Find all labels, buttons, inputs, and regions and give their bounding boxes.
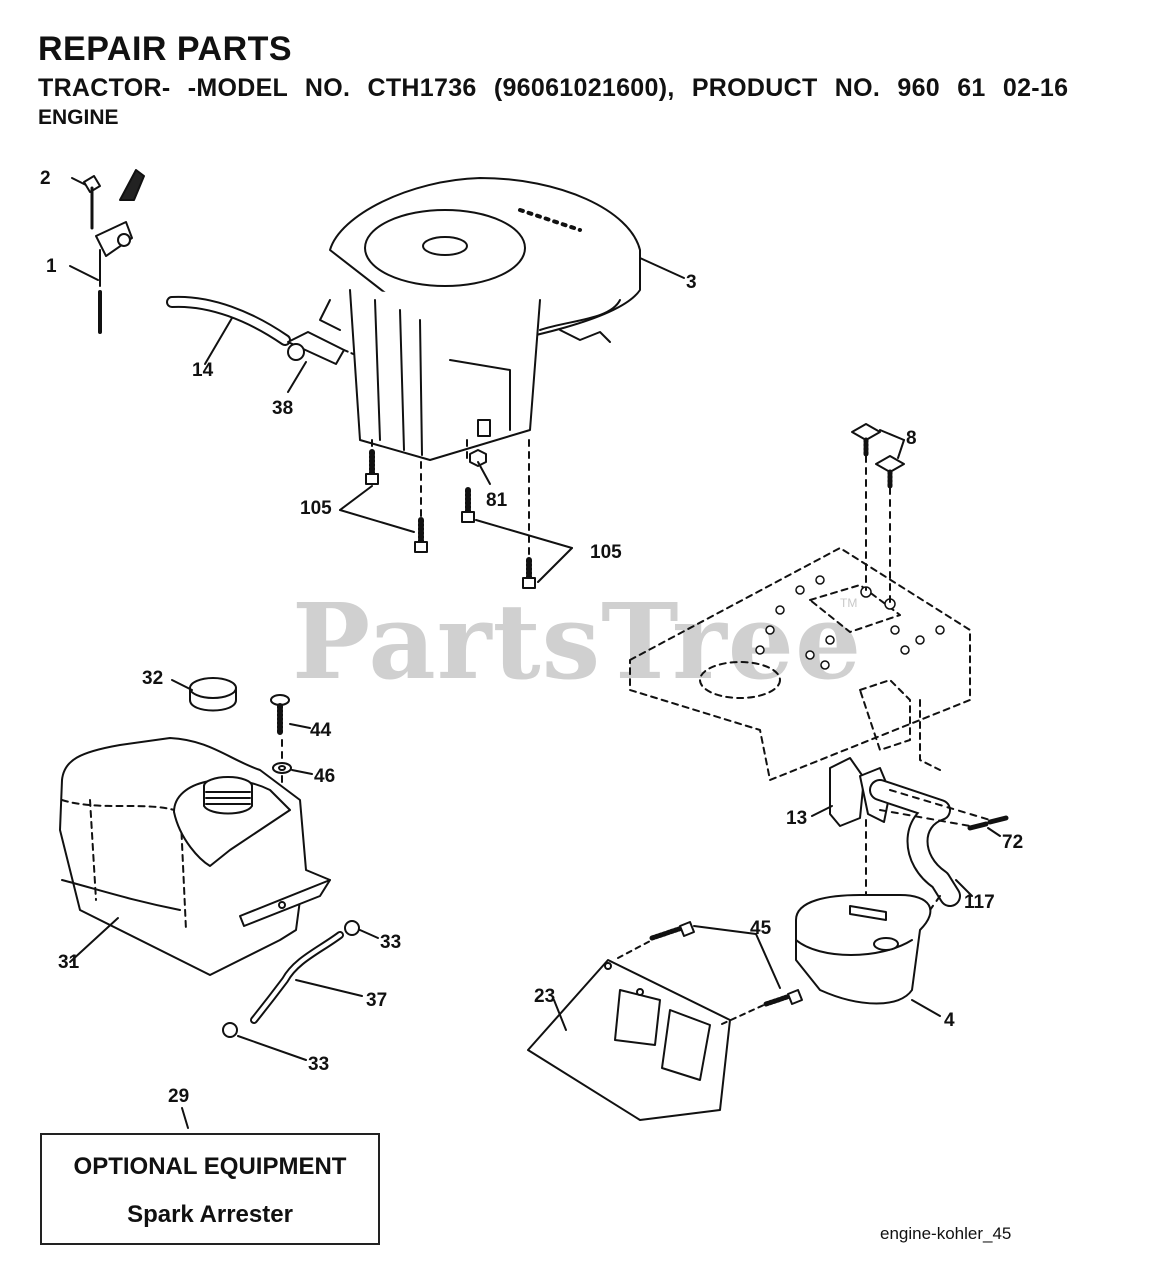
section-label: ENGINE bbox=[38, 106, 119, 129]
part-label-33-bottom: 33 bbox=[308, 1054, 329, 1075]
bolt-72-group bbox=[879, 789, 1009, 837]
part-label-4: 4 bbox=[944, 1010, 955, 1031]
part-label-1: 1 bbox=[46, 256, 57, 277]
part-label-46: 46 bbox=[314, 766, 335, 787]
hose-clamp-part bbox=[222, 920, 379, 1061]
part-label-72: 72 bbox=[1002, 832, 1023, 853]
washer-part bbox=[272, 762, 313, 775]
optional-equipment-title: OPTIONAL EQUIPMENT bbox=[73, 1153, 347, 1180]
fuel-fitting-part bbox=[287, 331, 359, 393]
part-label-37: 37 bbox=[366, 990, 387, 1011]
part-label-105-left: 105 bbox=[300, 498, 332, 519]
part-label-38: 38 bbox=[272, 398, 293, 419]
diagram-reference: engine-kohler_45 bbox=[880, 1224, 1012, 1243]
fuel-tank-part bbox=[59, 737, 331, 976]
watermark-logo: PartsTree bbox=[292, 580, 863, 703]
muffler-part bbox=[795, 819, 941, 1017]
optional-equipment-box: OPTIONAL EQUIPMENT Spark Arrester bbox=[40, 1133, 380, 1245]
part-label-33-top: 33 bbox=[380, 932, 401, 953]
part-label-45: 45 bbox=[750, 918, 772, 939]
part-label-31: 31 bbox=[58, 952, 80, 973]
part-label-44: 44 bbox=[310, 720, 332, 741]
watermark-tm: TM bbox=[840, 596, 858, 610]
screw-8-group bbox=[851, 423, 905, 603]
part-label-32: 32 bbox=[142, 668, 163, 689]
throttle-control-part bbox=[69, 169, 145, 334]
page-title: REPAIR PARTS bbox=[38, 30, 293, 68]
part-label-29: 29 bbox=[168, 1086, 189, 1107]
part-labels: 2 1 3 14 38 8 81 105 105 32 44 46 13 72 … bbox=[40, 168, 1023, 1107]
fuel-cap-part bbox=[171, 677, 237, 712]
fuel-hose-part bbox=[250, 931, 363, 1024]
part-label-8: 8 bbox=[906, 428, 917, 449]
heat-shield-part bbox=[527, 959, 731, 1121]
part-label-117: 117 bbox=[964, 892, 995, 913]
bolt-105-group bbox=[339, 449, 573, 589]
optional-equipment-item: Spark Arrester bbox=[127, 1201, 293, 1228]
screw-45-group bbox=[617, 921, 803, 1025]
part-label-105-right: 105 bbox=[590, 542, 622, 563]
part-label-23: 23 bbox=[534, 986, 555, 1007]
part-label-81: 81 bbox=[486, 490, 508, 511]
part-label-2: 2 bbox=[40, 168, 51, 189]
nut-part bbox=[469, 449, 491, 485]
part-label-3: 3 bbox=[686, 272, 697, 293]
engine-part bbox=[319, 177, 685, 461]
part-label-14: 14 bbox=[192, 360, 214, 381]
model-subtitle: TRACTOR- -MODEL NO. CTH1736 (96061021600… bbox=[38, 74, 1069, 102]
frame-part bbox=[629, 547, 971, 781]
exhaust-pipe-part bbox=[869, 779, 973, 907]
part-label-13: 13 bbox=[786, 808, 807, 829]
